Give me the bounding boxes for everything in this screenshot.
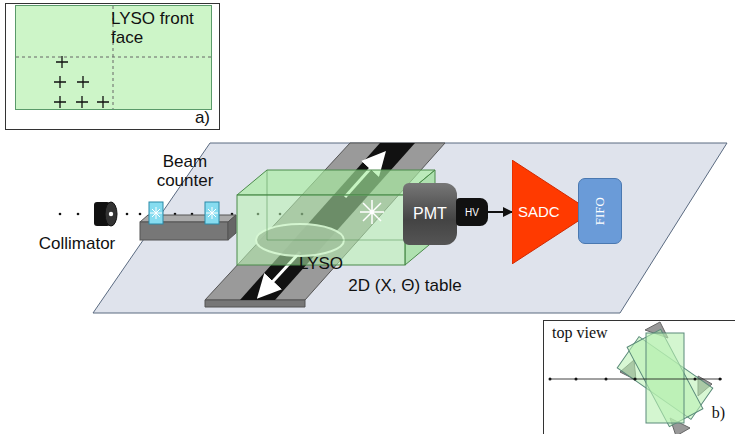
table-edge <box>205 300 305 307</box>
hv-base: HV <box>456 198 488 226</box>
collimator <box>94 202 117 226</box>
fifo-buffer: FIFO <box>578 178 622 244</box>
node-label: top view <box>552 324 725 342</box>
crystal-face: LYSO front face <box>10 2 207 107</box>
node-label: HV <box>465 207 479 218</box>
node-label: LYSO front face <box>111 10 203 47</box>
panel-tag: b) <box>712 404 725 422</box>
node-label: FIFO <box>593 197 607 225</box>
node-label: a) <box>195 109 210 128</box>
inset-frame-b <box>544 321 735 434</box>
node-label: LYSO <box>299 255 343 274</box>
axis-line <box>16 57 211 58</box>
lyso-crystal: LYSO <box>237 195 405 275</box>
pmt-tube: PMT <box>403 183 457 245</box>
beam-counter-label: Beam counter <box>140 153 230 190</box>
rotation-views <box>617 322 713 434</box>
collimator-label: Collimator <box>22 235 132 254</box>
platform <box>93 143 727 313</box>
scan-points <box>54 56 109 108</box>
node-label: SADC <box>518 204 560 221</box>
beam-line <box>549 378 723 381</box>
scintillator-counter <box>149 202 219 224</box>
signal-arrow <box>488 211 512 213</box>
node-label: PMT <box>413 205 447 223</box>
top-view-inset: top view b) <box>543 320 735 434</box>
table-label: 2D (X, Θ) table <box>330 277 480 296</box>
inset-frame <box>6 4 220 130</box>
crystal-face <box>16 6 212 110</box>
